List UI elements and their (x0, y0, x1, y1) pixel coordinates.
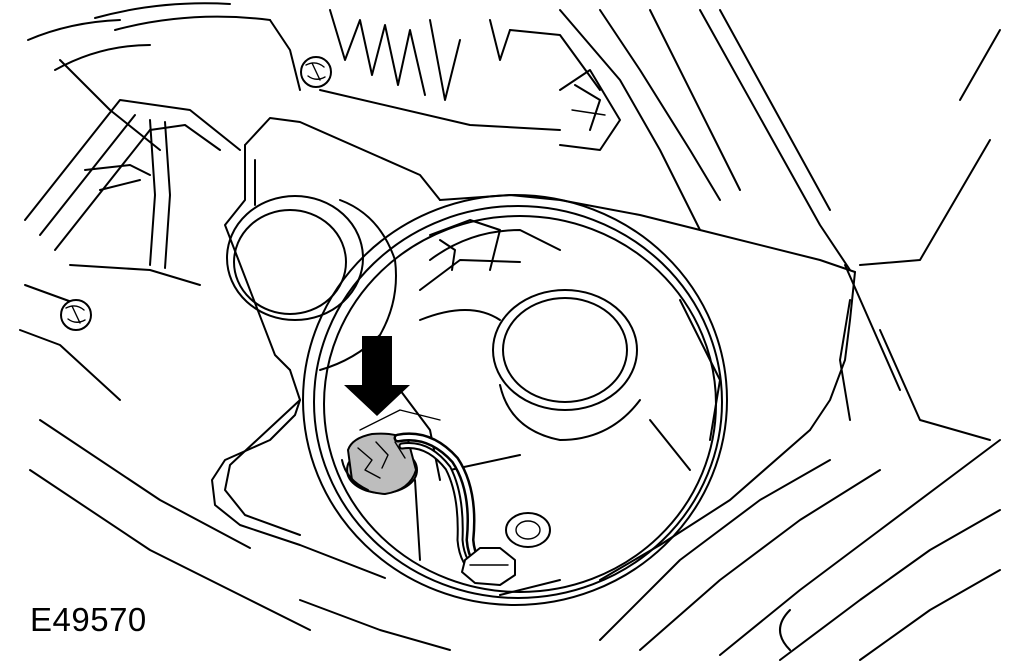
housing-upper-left (27, 2, 301, 151)
screw-head-icon (300, 56, 332, 88)
reflector-aperture (302, 194, 728, 606)
harness-connector (461, 512, 551, 586)
figure-reference-label: E49570 (30, 601, 147, 638)
bulb-holder (341, 432, 418, 495)
cover-panel (211, 117, 856, 581)
reflector-inner (359, 219, 721, 561)
housing-lower (29, 419, 1001, 661)
mount-bracket (19, 99, 241, 401)
screw-head-icon (60, 299, 92, 331)
ribbed-housing-top (319, 9, 601, 131)
arrow-down-icon (344, 336, 410, 416)
